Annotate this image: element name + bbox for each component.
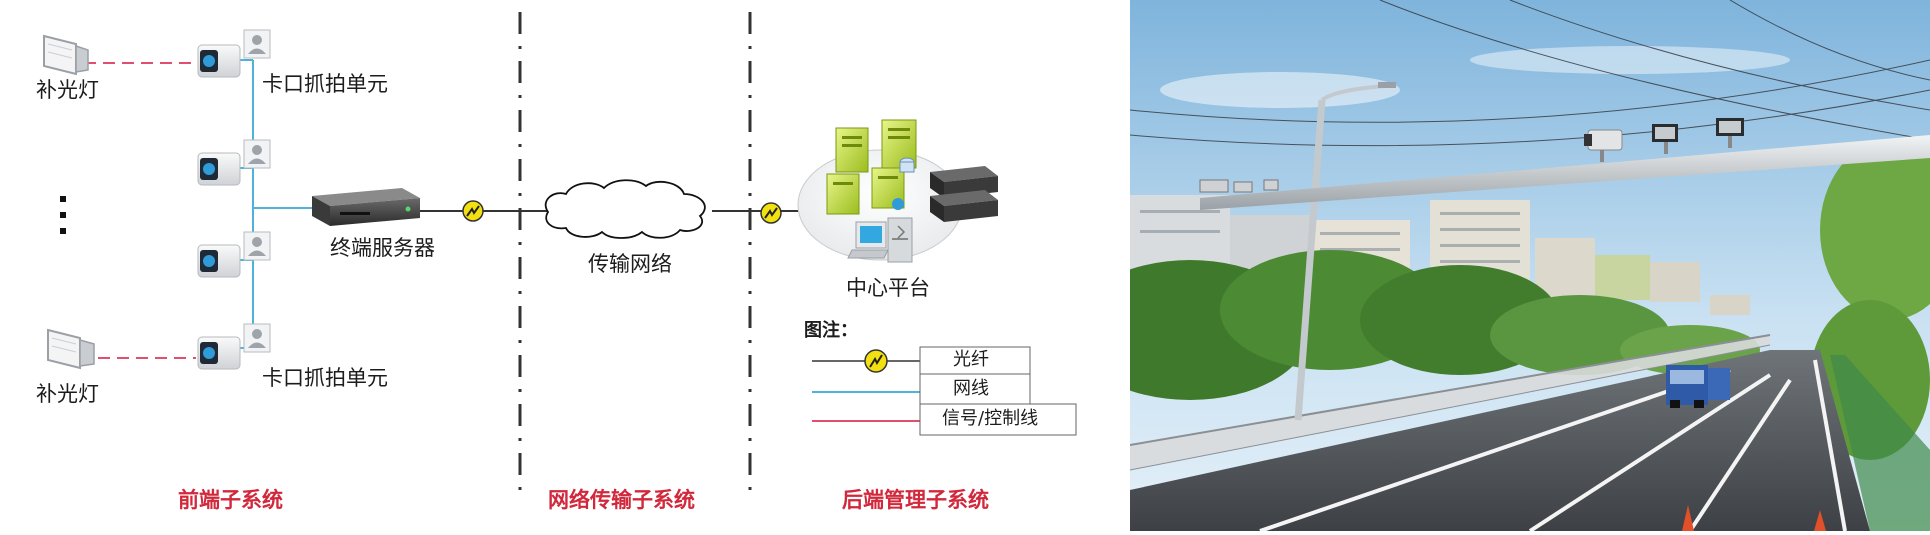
network-cloud-icon bbox=[544, 179, 706, 239]
fill-light-icon-bottom bbox=[47, 328, 95, 370]
fiber-connector-icon-1 bbox=[462, 200, 484, 222]
terminal-server-label: 终端服务器 bbox=[330, 236, 435, 260]
road-photo bbox=[1130, 0, 1930, 531]
power-lines bbox=[1130, 0, 1930, 147]
legend-fiber-label: 光纤 bbox=[953, 349, 989, 370]
legend-ethernet-label: 网线 bbox=[953, 378, 989, 399]
center-platform-label: 中心平台 bbox=[846, 276, 930, 300]
traffic-cone-1 bbox=[1682, 505, 1694, 531]
guardrail bbox=[1130, 334, 1771, 471]
camera-icon-1 bbox=[197, 29, 271, 78]
section-frontend: 前端子系统 bbox=[178, 488, 283, 512]
green-fence bbox=[1830, 355, 1930, 531]
gantry-small-cameras bbox=[1199, 179, 1279, 193]
workstation-icon bbox=[847, 217, 913, 263]
storage-device-icon bbox=[930, 166, 998, 222]
truck bbox=[1666, 365, 1730, 408]
capture-unit-label-top: 卡口抓拍单元 bbox=[262, 72, 388, 96]
section-network: 网络传输子系统 bbox=[548, 488, 695, 512]
fill-light-label-bottom: 补光灯 bbox=[36, 382, 99, 406]
camera-icon-4 bbox=[197, 323, 271, 370]
gantry-camera-icon bbox=[1584, 129, 1623, 162]
server-cluster-icon bbox=[826, 119, 917, 215]
trees bbox=[1130, 140, 1930, 460]
gantry-fill-light-icon-1 bbox=[1652, 124, 1678, 154]
section-backend: 后端管理子系统 bbox=[842, 488, 989, 512]
diagram-canvas bbox=[43, 12, 1077, 500]
capture-unit-label-bottom: 卡口抓拍单元 bbox=[262, 366, 388, 390]
lane-markings bbox=[1259, 359, 1847, 531]
legend-title: 图注： bbox=[804, 320, 858, 341]
fiber-connector-icon-2 bbox=[760, 202, 782, 224]
camera-icon-3 bbox=[197, 231, 271, 278]
legend-signal-label: 信号/控制线 bbox=[942, 408, 1039, 429]
street-light-pole bbox=[1294, 82, 1396, 421]
gantry-arm bbox=[1200, 135, 1930, 210]
traffic-cone-2 bbox=[1814, 510, 1826, 531]
fill-light-label-top: 补光灯 bbox=[36, 78, 99, 102]
ellipsis-icon bbox=[60, 196, 66, 234]
fill-light-icon-top bbox=[43, 34, 89, 76]
road-scene bbox=[1130, 0, 1930, 531]
gantry-fill-light-icon-2 bbox=[1716, 118, 1744, 148]
system-diagram: 补光灯 补光灯 卡口抓拍单元 卡口抓拍单元 终端服务器 传输网络 中心平台 图注… bbox=[36, 12, 1077, 512]
network-label: 传输网络 bbox=[588, 252, 672, 276]
camera-icon-2 bbox=[197, 139, 271, 186]
legend-fiber-connector-icon bbox=[864, 349, 888, 373]
legend bbox=[812, 346, 1077, 436]
terminal-server-icon bbox=[312, 188, 420, 226]
